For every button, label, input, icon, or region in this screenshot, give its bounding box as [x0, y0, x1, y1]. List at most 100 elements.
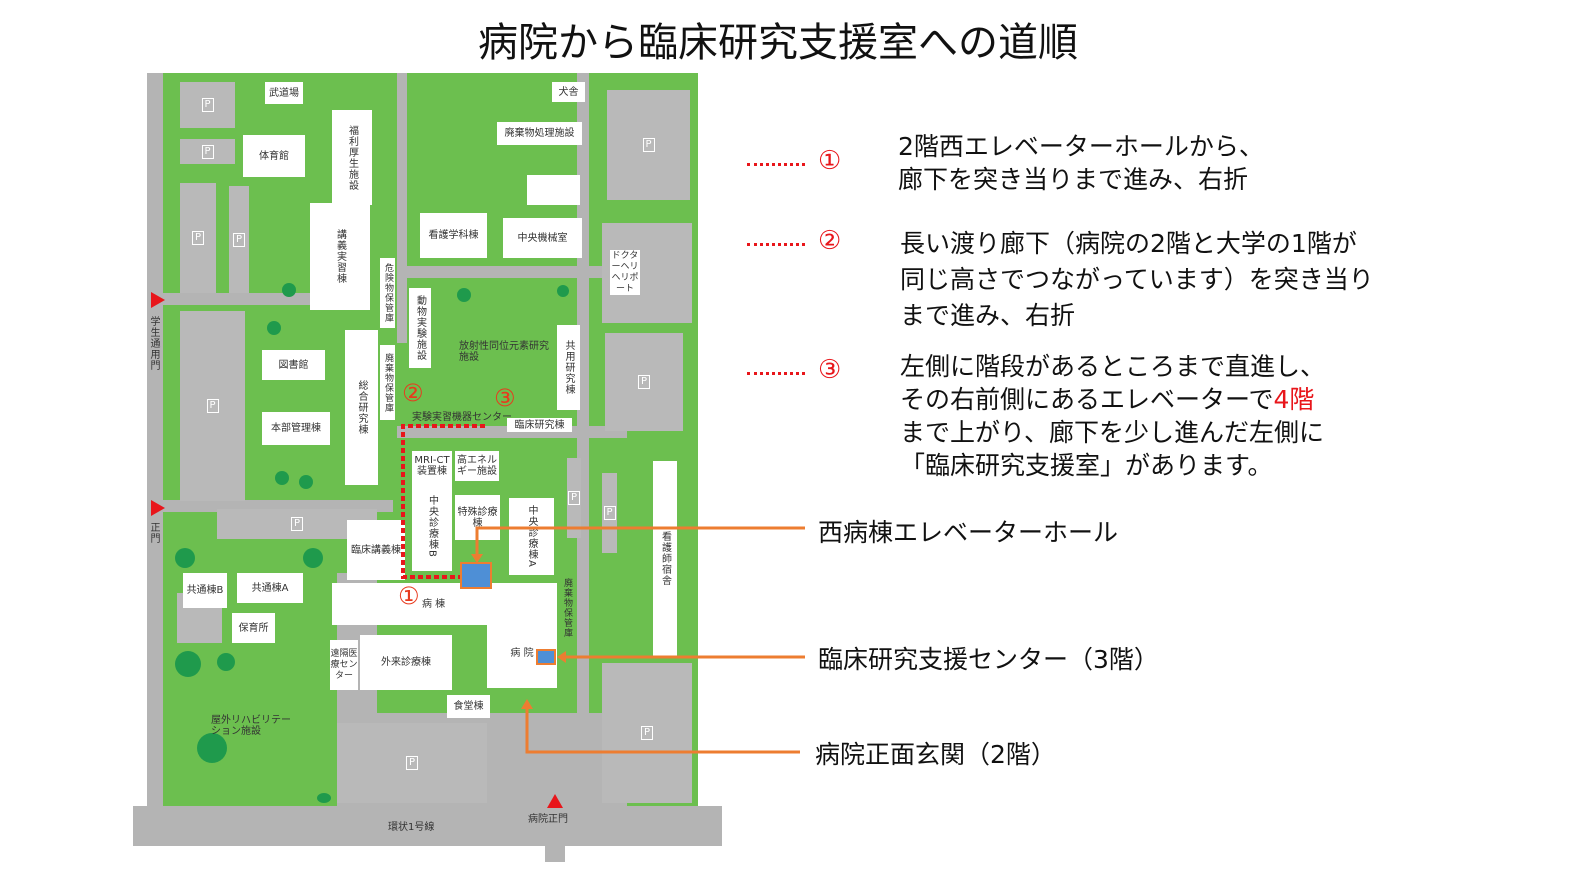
gate-main: 正門	[148, 522, 159, 544]
route-legend-line	[747, 372, 805, 375]
building-shared-research: 共用研究棟	[557, 325, 580, 410]
gate-arrow-icon	[151, 500, 165, 516]
tree-icon	[197, 733, 227, 763]
building-nursing-school: 看護学科棟	[420, 213, 487, 258]
parking-icon: P	[640, 726, 654, 740]
tree-icon	[217, 653, 235, 671]
callout-entrance: 病院正面玄関（2階）	[815, 740, 1056, 769]
building-budojo: 武道場	[265, 82, 303, 104]
building-cafeteria: 食堂棟	[447, 695, 490, 718]
route-path	[401, 424, 485, 579]
route-legend-line	[747, 163, 805, 166]
building-lecture: 講義実習棟	[310, 203, 370, 310]
building-library: 図書館	[262, 350, 325, 380]
building-waste-storage-2: 廃棄物保管庫	[562, 578, 572, 638]
building-central-a: 中央診療棟A	[509, 498, 554, 575]
parking-icon: P	[206, 399, 219, 413]
tree-icon	[175, 651, 201, 677]
arrow-icon	[471, 554, 483, 563]
road	[397, 73, 407, 343]
tree-icon	[299, 475, 313, 489]
gate-hospital-main: 病院正門	[528, 814, 568, 825]
campus-map: P P P P P P P P P P P P 武道場 体育館 福利厚生施設 講…	[147, 73, 698, 806]
building-common-b: 共通棟B	[183, 573, 227, 608]
parking: P	[180, 183, 216, 293]
parking: P	[607, 90, 690, 200]
heliport: ドクターヘリ ヘリポート	[610, 250, 640, 295]
tree-icon	[557, 285, 569, 297]
building-mri-ct: MRI-CT装置棟	[412, 451, 452, 481]
parking: P	[229, 186, 249, 293]
callout-elevator-hall: 西病棟エレベーターホール	[818, 518, 1119, 547]
parking-icon: P	[201, 98, 214, 112]
callout-support-center: 臨床研究支援センター（3階）	[818, 645, 1159, 674]
parking: P	[337, 723, 487, 803]
building-research-general: 総合研究棟	[345, 330, 378, 485]
parking-icon: P	[637, 375, 651, 389]
parking-icon: P	[603, 506, 616, 520]
building-nursery: 保育所	[232, 613, 275, 643]
parking-icon: P	[201, 144, 214, 159]
road	[163, 293, 343, 305]
road-stub	[545, 846, 565, 862]
step-number: ②	[818, 226, 842, 256]
parking: P	[567, 458, 581, 538]
step-2-text: 長い渡り廊下（病院の2階と大学の1階が同じ高さでつながっています）を突き当りまで…	[900, 229, 1374, 330]
building-outpatient: 外来診療棟	[360, 635, 452, 690]
building-gym: 体育館	[243, 135, 305, 177]
parking-icon: P	[290, 517, 304, 531]
parking-icon: P	[232, 232, 246, 247]
route-legend-line	[747, 243, 805, 246]
step-number: ③	[818, 355, 842, 385]
building-animal-lab: 動物実験施設	[409, 288, 431, 368]
route-marker-1: ①	[398, 582, 420, 610]
building-hazard-storage: 危険物保管庫	[380, 258, 395, 328]
page-title: 病院から臨床研究支援室への道順	[478, 20, 1078, 66]
tree-icon	[267, 321, 281, 335]
elevator-hall-marker	[460, 562, 492, 589]
building-clinical-lecture: 臨床講義棟	[347, 520, 405, 580]
gate-arrow-icon	[151, 292, 165, 308]
building-kennel: 犬舎	[552, 82, 585, 102]
step-number: ①	[818, 146, 842, 176]
parking-icon: P	[567, 491, 581, 505]
step-3-text: 左側に階段があるところまで直進し、 その右前側にあるエレベーターで4階 まで上が…	[900, 352, 1326, 480]
parking: P	[180, 311, 245, 501]
tree-icon	[282, 283, 296, 297]
arrow-icon	[521, 699, 533, 709]
building-admin: 本部管理棟	[262, 412, 330, 445]
tree-icon	[175, 548, 195, 568]
parking-icon: P	[405, 756, 419, 770]
building	[527, 175, 580, 205]
building-nurse-dorm: 看護師宿舎	[653, 461, 677, 656]
building-machine-room: 中央機械室	[503, 218, 582, 258]
parking-icon: P	[642, 138, 655, 152]
building-common-a: 共通棟A	[237, 573, 303, 603]
parking: P	[180, 82, 235, 128]
callout-line	[475, 526, 805, 556]
arrow-icon	[557, 651, 566, 663]
tree-icon	[317, 793, 331, 803]
road-label: 環状1号線	[388, 822, 435, 833]
route-marker-2: ②	[402, 379, 424, 407]
tree-icon	[275, 471, 289, 485]
building-welfare: 福利厚生施設	[332, 110, 372, 205]
route-marker-3: ③	[494, 384, 516, 412]
tree-icon	[303, 548, 323, 568]
parking: P	[602, 473, 617, 553]
building-high-energy: 高エネルギー施設	[455, 451, 499, 481]
gate-arrow-icon	[547, 794, 563, 808]
gate-student: 学生通用門	[148, 316, 159, 371]
building-telemedicine: 遠隔医療センター	[330, 640, 358, 690]
support-center-marker	[536, 649, 556, 665]
ring-road	[133, 806, 722, 846]
callout-line	[525, 708, 800, 754]
parking: P	[180, 139, 235, 164]
parking: P	[602, 663, 692, 803]
step-1-text: 2階西エレベーターホールから、廊下を突き当りまで進み、右折	[898, 132, 1264, 194]
building-radioisotope: 放射性同位元素研究施設	[459, 341, 549, 363]
building-waste-storage: 廃棄物保管庫	[380, 345, 395, 420]
parking: P	[605, 333, 683, 431]
